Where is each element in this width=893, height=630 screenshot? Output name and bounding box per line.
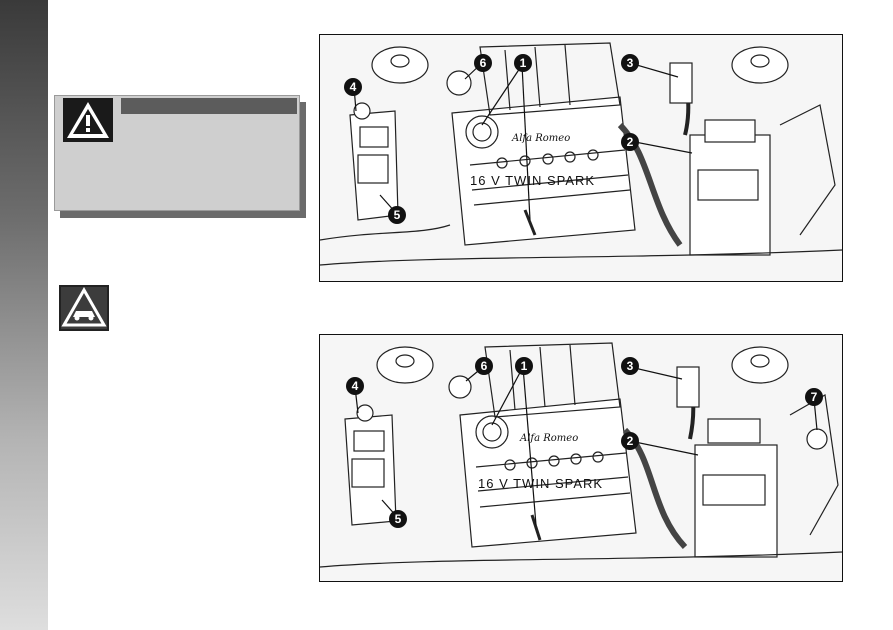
warning-box xyxy=(54,95,300,211)
callout-5: 5 xyxy=(394,208,401,222)
callout-4: 4 xyxy=(352,379,359,393)
engine-label: 16 V TWIN SPARK xyxy=(470,173,595,188)
environment-car-icon xyxy=(59,285,109,331)
side-bar xyxy=(0,0,48,630)
callout-4: 4 xyxy=(350,80,357,94)
callout-3: 3 xyxy=(627,359,634,373)
engine-bay-diagram-bottom: 1 2 3 4 5 6 7 Alfa Romeo 16 V TWIN SPARK xyxy=(319,334,843,582)
callout-3: 3 xyxy=(627,56,634,70)
brand-label: Alfa Romeo xyxy=(511,133,570,144)
callout-7: 7 xyxy=(811,390,818,404)
warning-triangle-icon xyxy=(63,98,113,142)
callout-1: 1 xyxy=(521,359,528,373)
warning-header-bar xyxy=(121,98,297,114)
callout-6: 6 xyxy=(480,56,487,70)
callout-6: 6 xyxy=(481,359,488,373)
engine-bay-diagram-top: 1 2 3 4 5 6 Alfa Romeo 16 V TWIN SPARK xyxy=(319,34,843,282)
callout-2: 2 xyxy=(627,135,634,149)
callout-1: 1 xyxy=(520,56,527,70)
callout-2: 2 xyxy=(627,434,634,448)
callout-5: 5 xyxy=(395,512,402,526)
engine-label: 16 V TWIN SPARK xyxy=(478,476,603,491)
brand-label: Alfa Romeo xyxy=(519,433,578,444)
